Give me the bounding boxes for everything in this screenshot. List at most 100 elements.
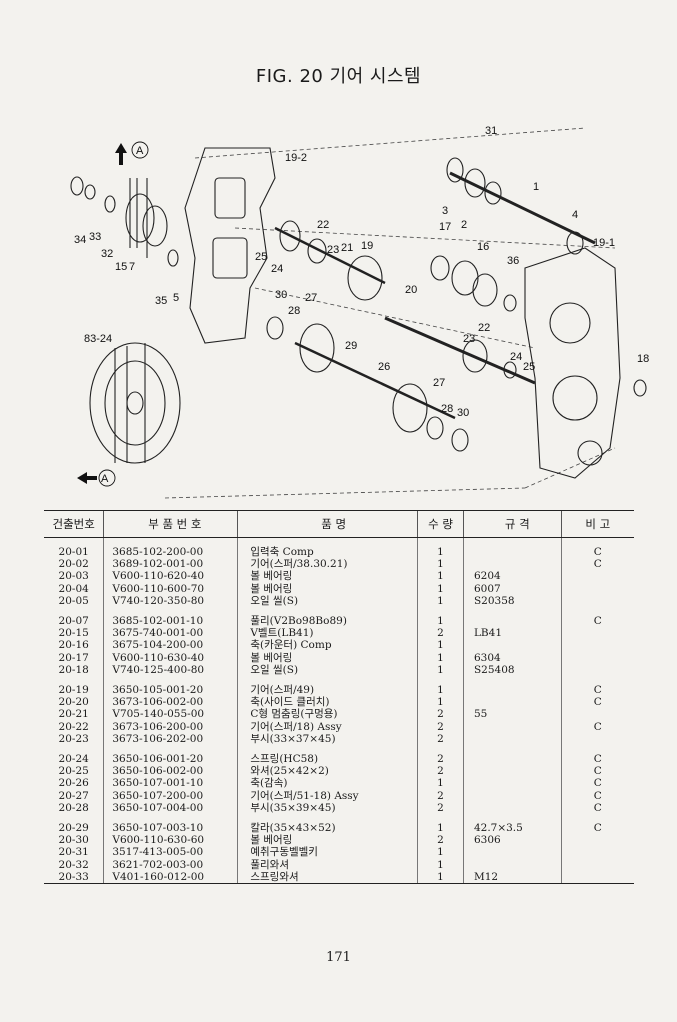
callout-label: 30: [457, 407, 469, 419]
cell-qty: 1: [417, 846, 464, 859]
callout-label: 16: [477, 241, 489, 253]
cell-remark: C: [560, 822, 634, 835]
cell-part-name: 풀리(V2Bo98Bo89): [237, 615, 418, 628]
cell-remark: [560, 858, 634, 871]
cell-spec: [462, 696, 562, 709]
cell-ref-no: 20-33: [44, 870, 104, 885]
cell-ref-no: 20-27: [58, 789, 89, 802]
callout-label: 33: [89, 231, 101, 243]
cell-spec: [462, 615, 562, 628]
cell-qty: 2: [417, 789, 464, 802]
cell-remark: [560, 651, 634, 664]
cell-remark: [560, 582, 634, 595]
page-title: FIG. 20 기어 시스템: [255, 66, 422, 87]
gap-cell: [560, 814, 634, 823]
cell-part-no: V705-140-055-00: [103, 708, 238, 721]
cell-ref-no: 20-18: [58, 663, 89, 676]
cell-part-name: 부시(35×39×45): [237, 801, 418, 815]
cell-part-no: V401-160-012-00: [103, 870, 238, 885]
cell-spec: [462, 777, 562, 790]
callout-label: 22: [317, 219, 329, 231]
callout-label: 7: [129, 261, 135, 273]
cell-part-name: 축(사이드 클러치): [237, 696, 418, 709]
cell-spec: [462, 765, 562, 778]
cell-spec: 6306: [462, 834, 562, 847]
cell-part-no: 3650-107-200-00: [103, 789, 238, 802]
cell-ref-no: 20-16: [58, 639, 89, 652]
cell-remark: [560, 834, 634, 847]
cell-part-name: 볼 베어링: [237, 570, 418, 583]
cell-remark: C: [560, 684, 634, 697]
cell-ref-no: 20-03: [58, 570, 89, 583]
cell-spec: [462, 801, 562, 815]
cell-part-name: 축(카운터) Comp: [237, 639, 418, 652]
gap-cell: [44, 814, 104, 822]
gap-cell: [462, 745, 562, 754]
cell-spec: [462, 753, 562, 766]
cell-spec: [462, 858, 562, 871]
cell-ref-no: 20-19: [58, 684, 89, 697]
cell-spec: [462, 732, 562, 746]
cell-qty: 2: [417, 801, 464, 815]
cell-part-name: 기어(스퍼/49): [237, 684, 418, 697]
callout-label: 17: [439, 221, 451, 233]
cell-ref-no: 20-29: [58, 822, 89, 835]
cell-part-no: 3685-102-200-00: [103, 546, 238, 559]
cell-ref-no: 20-23: [58, 732, 89, 745]
cell-qty: 1: [417, 594, 464, 608]
header-ref-no: 건출번호: [44, 510, 104, 538]
callout-label: 27: [305, 292, 317, 304]
callout-label: 30: [275, 289, 287, 301]
cell-qty: 1: [417, 822, 464, 835]
callout-label: 31: [485, 125, 497, 137]
cell-ref-no: 20-24: [58, 753, 89, 766]
cell-part-no: 3650-106-001-20: [103, 753, 238, 766]
cell-ref-no: 20-20: [58, 696, 89, 709]
cell-part-no: 3689-102-001-00: [103, 558, 238, 571]
cell-qty: 1: [417, 639, 464, 652]
header-remark: 비 고: [560, 510, 634, 538]
cell-part-name: 칼라(35×43×52): [237, 822, 418, 835]
cell-part-no: V600-110-600-70: [103, 582, 238, 595]
gap-cell: [237, 607, 418, 616]
cell-qty: 1: [417, 684, 464, 697]
cell-spec: [462, 789, 562, 802]
callout-label: 23: [463, 333, 475, 345]
cell-part-name: 오일 씰(S): [237, 663, 418, 677]
gap-cell: [560, 537, 634, 546]
cell-part-name: C형 멈춤링(구멍용): [237, 708, 418, 721]
callout-label: 34: [74, 234, 86, 246]
cell-remark: C: [560, 753, 634, 766]
cell-ref-no: 20-26: [58, 777, 89, 790]
gap-cell: [44, 607, 104, 615]
callout-label: 21: [341, 242, 353, 254]
header-part-name: 품 명: [237, 510, 418, 538]
cell-spec: [462, 546, 562, 559]
callout-label: 26: [378, 361, 390, 373]
gear-system-diagram: 31 19-2 A 1 3 2 4 19-1 17 22 16 23 21 19…: [70, 125, 649, 499]
cell-part-no: 3517-413-005-00: [103, 846, 238, 859]
cell-spec: M12: [462, 870, 562, 885]
gap-cell: [560, 607, 634, 616]
cell-ref-no: 20-17: [58, 651, 89, 664]
callout-label: 4: [572, 209, 578, 221]
cell-spec: LB41: [462, 627, 562, 640]
cell-part-no: 3650-107-001-10: [103, 777, 238, 790]
callout-label: 24: [510, 351, 522, 363]
cell-spec: 6204: [462, 570, 562, 583]
cell-part-name: 오일 씰(S): [237, 594, 418, 608]
row-gap: [44, 814, 634, 823]
cell-ref-no: 20-15: [58, 627, 89, 640]
cell-part-no: V600-110-630-60: [103, 834, 238, 847]
cell-spec: S20358: [462, 594, 562, 608]
cell-part-no: 3673-106-002-00: [103, 696, 238, 709]
